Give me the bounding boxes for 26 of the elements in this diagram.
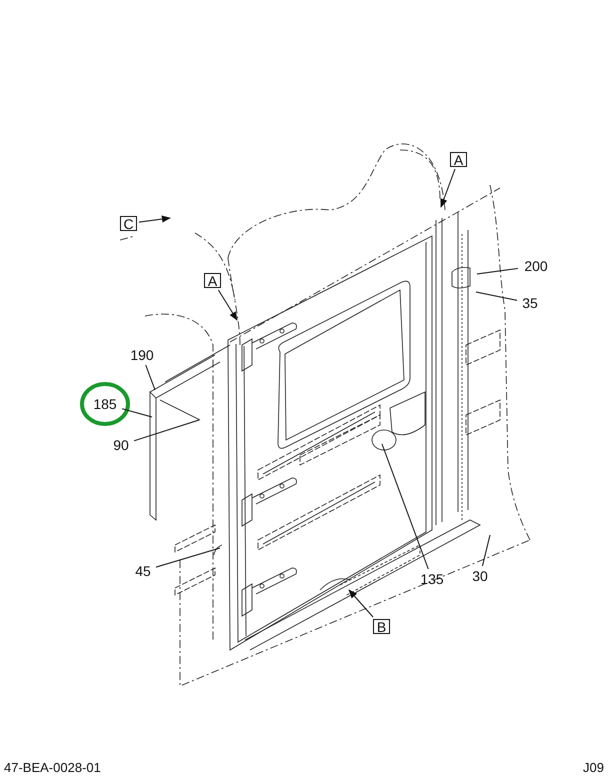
leader-line — [122, 408, 152, 418]
leader-line — [476, 268, 518, 274]
callout-number: 45 — [132, 563, 154, 579]
callout-number: 35 — [519, 295, 541, 311]
drawing-number: 47-BEA-0028-01 — [4, 760, 101, 775]
callout-number: 190 — [127, 347, 157, 363]
leader-line — [156, 548, 220, 568]
arrow — [348, 589, 374, 618]
callout-number: 185 — [90, 396, 120, 412]
view-letter-box: C — [120, 216, 137, 231]
callout-number: 90 — [110, 437, 132, 453]
leader-line — [482, 534, 490, 566]
callout-number: 135 — [417, 571, 447, 587]
leader-line — [145, 364, 156, 390]
page-code: J09 — [583, 760, 604, 775]
arrow — [218, 290, 238, 321]
callout-number: 30 — [469, 568, 491, 584]
view-letter-box: A — [204, 273, 221, 288]
arrow — [440, 168, 456, 208]
leader-line — [382, 444, 429, 570]
leader-line — [134, 420, 200, 442]
callout-number: 200 — [520, 258, 552, 274]
arrow — [138, 216, 171, 223]
view-letter-box: B — [373, 619, 390, 634]
leader-line — [476, 292, 518, 301]
view-letter-box: A — [450, 152, 467, 167]
